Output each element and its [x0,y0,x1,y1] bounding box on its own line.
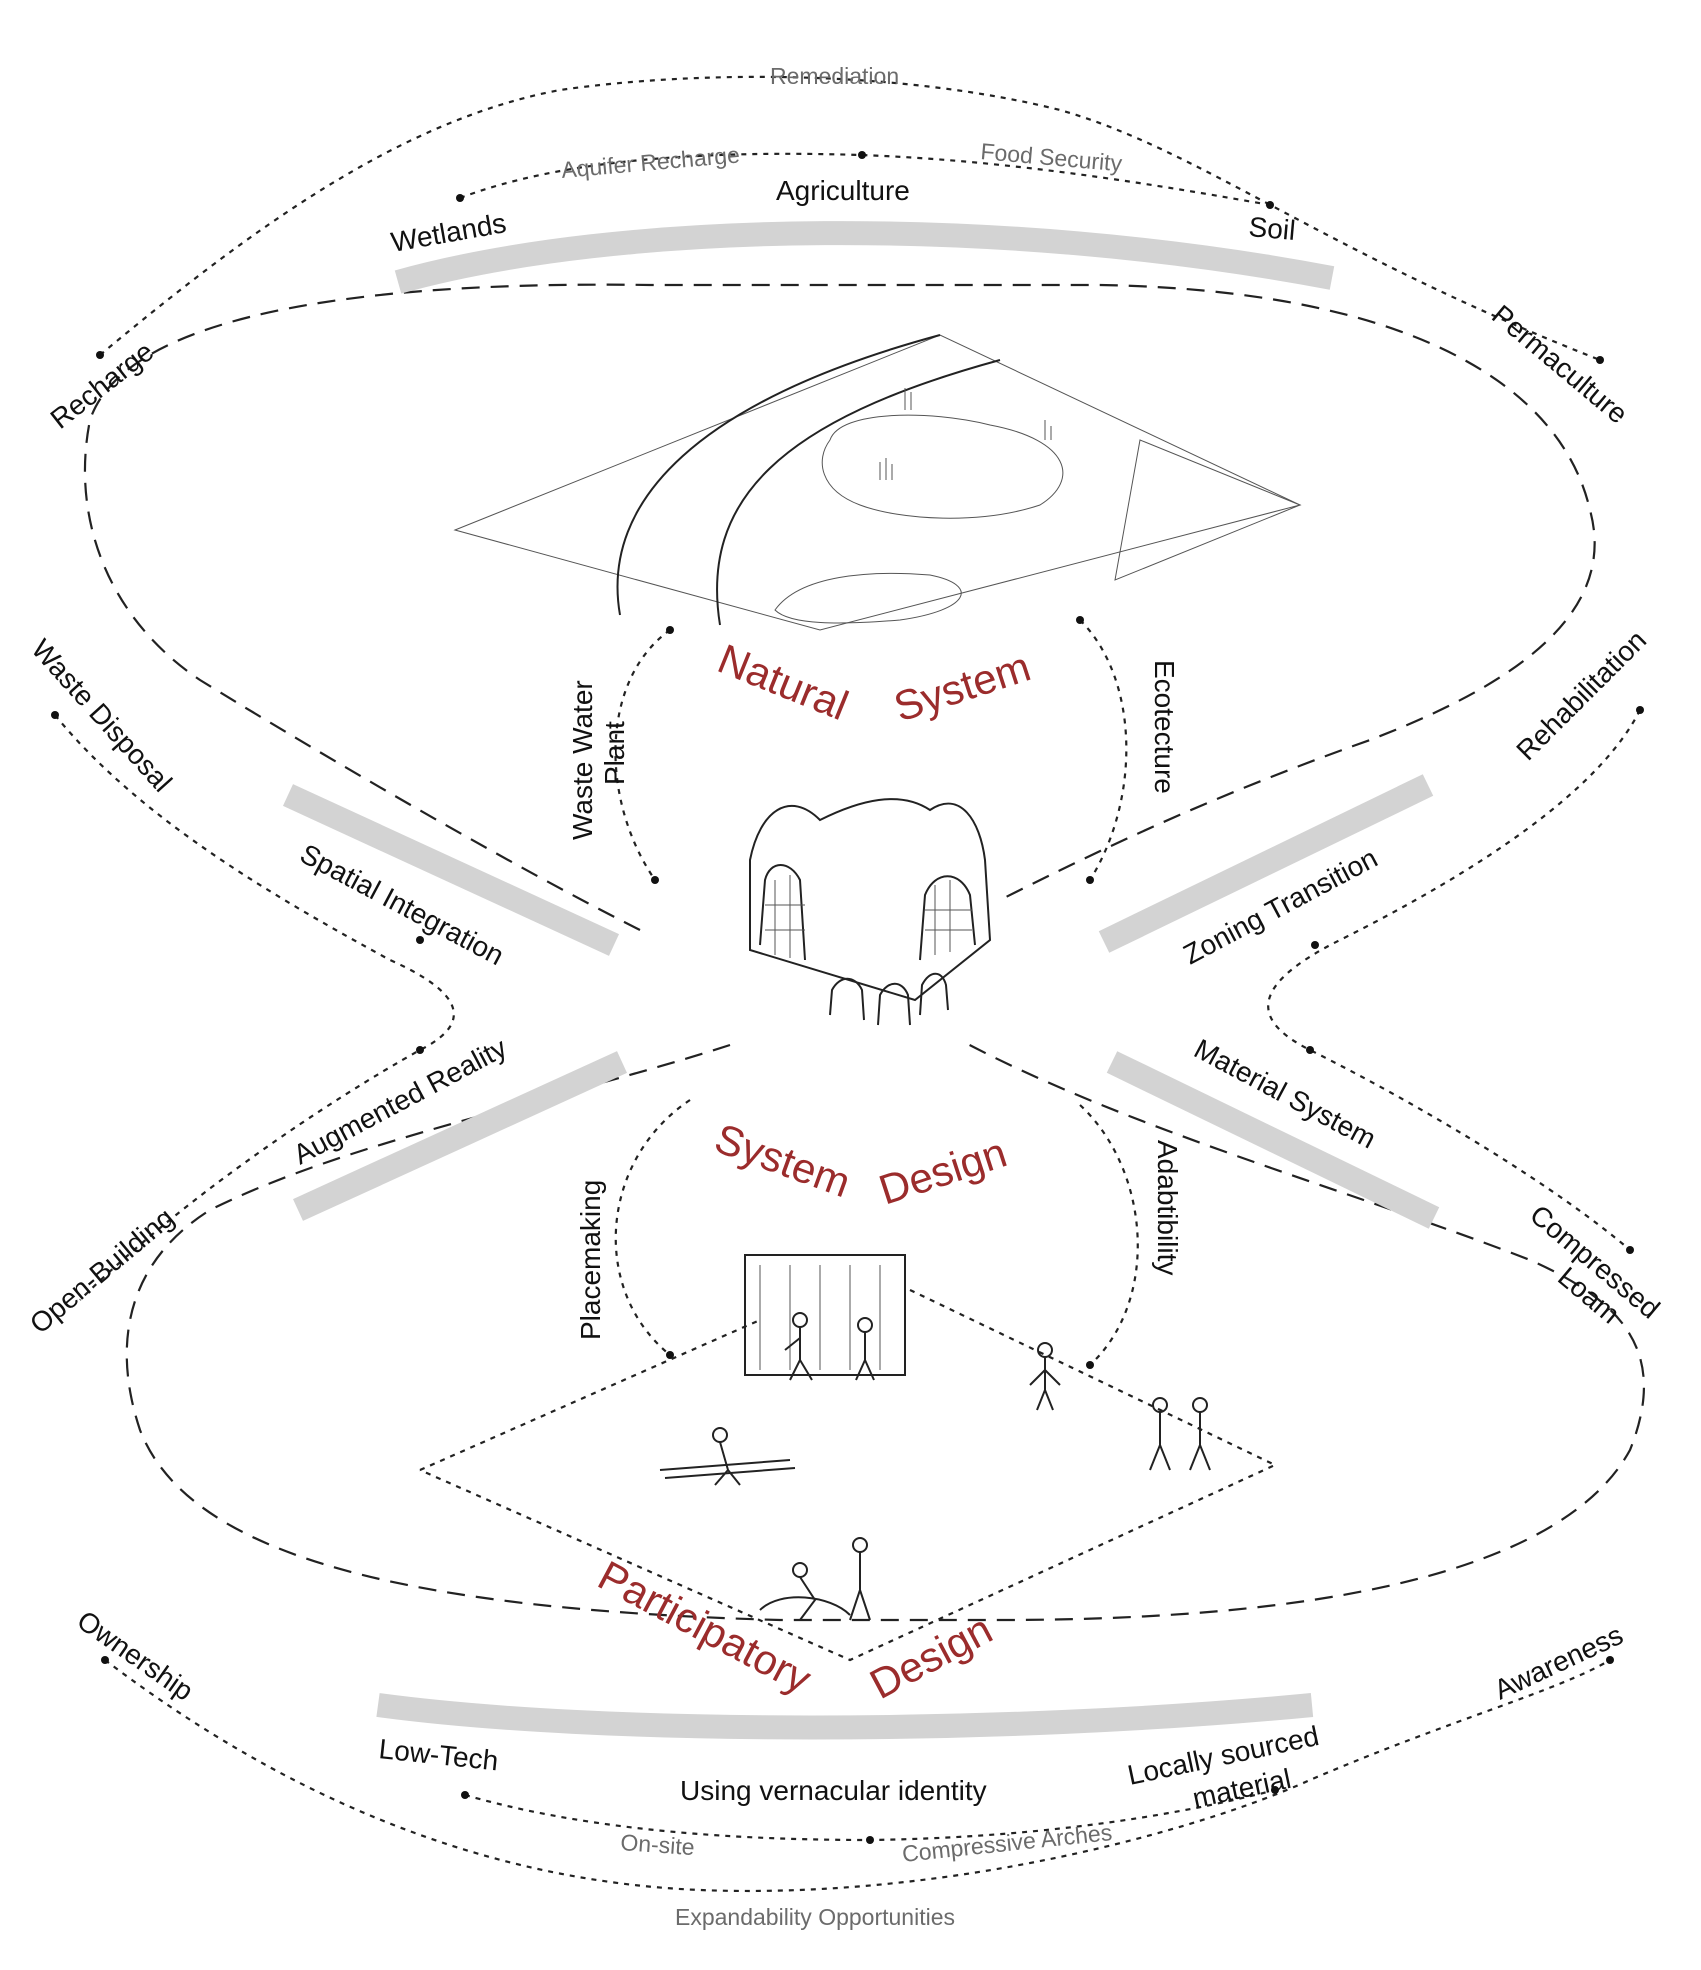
node [1636,706,1644,714]
expandability-label: Expandability Opportunities [675,1904,955,1930]
node [1306,1046,1314,1054]
low-tech-label: Low-Tech [377,1733,499,1776]
inner-dotted-left-bottom [614,1099,691,1356]
natural-system-band [394,221,1335,294]
node [858,151,866,159]
inner-dotted-right-bottom [1079,1104,1139,1366]
lower-loop [125,1039,1646,1622]
node [416,1046,424,1054]
aquifer-recharge-label: Aquifer Recharge [560,141,741,183]
waste-water-label: Waste Water [567,680,598,840]
landscape-illustration [453,334,1302,631]
left-dotted-spine [54,714,455,1301]
placemaking-label: Placemaking [575,1180,606,1340]
outer-dotted-bottom [104,1659,1611,1893]
compressive-arches-label: Compressive Arches [901,1819,1113,1867]
node [666,1351,674,1359]
augmented-reality-label: Augmented Reality [288,1032,511,1170]
node [416,936,424,944]
material-system-band [1106,1051,1440,1229]
permaculture-label: Permaculture [1486,299,1633,430]
on-site-label: On-site [620,1829,696,1860]
open-building-label: Open-Building [24,1202,180,1340]
ecotecture-label: Ecotecture [1149,660,1180,794]
waste-disposal-label: Waste Disposal [26,633,179,798]
agriculture-label: Agriculture [776,175,910,206]
node [651,876,659,884]
system-design-title-left: System [709,1114,857,1206]
aquifer-food-arc [459,152,1271,207]
node [1271,1786,1279,1794]
node [1596,356,1604,364]
zoning-transition-band [1098,774,1434,953]
participatory-title-left: Participatory [591,1551,819,1702]
node [461,1791,469,1799]
outer-dotted-top-left [99,75,1601,362]
node [1076,616,1084,624]
node [1311,941,1319,949]
soil-label: Soil [1247,211,1296,246]
remediation-label: Remediation [770,63,899,89]
natural-title-right: System [888,643,1036,731]
node [1626,1246,1634,1254]
node [1606,1656,1614,1664]
upper-loop [83,283,1596,931]
node [456,194,464,202]
node [51,711,59,719]
vault-building-illustration [749,798,992,1026]
node [1086,1361,1094,1369]
vernacular-identity-label: Using vernacular identity [680,1775,987,1806]
node [101,1656,109,1664]
node [96,351,104,359]
recharge-label: Recharge [45,336,160,435]
adabtibility-label: Adabtibility [1152,1140,1183,1275]
ownership-label: Ownership [72,1605,199,1707]
workers-illustration [659,1254,1211,1621]
inner-dotted-right-top [1079,619,1128,881]
natural-title-left: Natural [712,635,855,729]
node [666,626,674,634]
augmented-reality-band [293,1051,627,1221]
system-design-title-right: Design [873,1128,1012,1213]
plant-label: Plant [599,721,630,785]
node [866,1836,874,1844]
participatory-diamond [419,1289,1278,1662]
participatory-band [376,1693,1314,1740]
node [1086,876,1094,884]
node [1266,201,1274,209]
spatial-integration-band [282,784,620,956]
rehabilitation-label: Rehabilitation [1510,624,1652,766]
